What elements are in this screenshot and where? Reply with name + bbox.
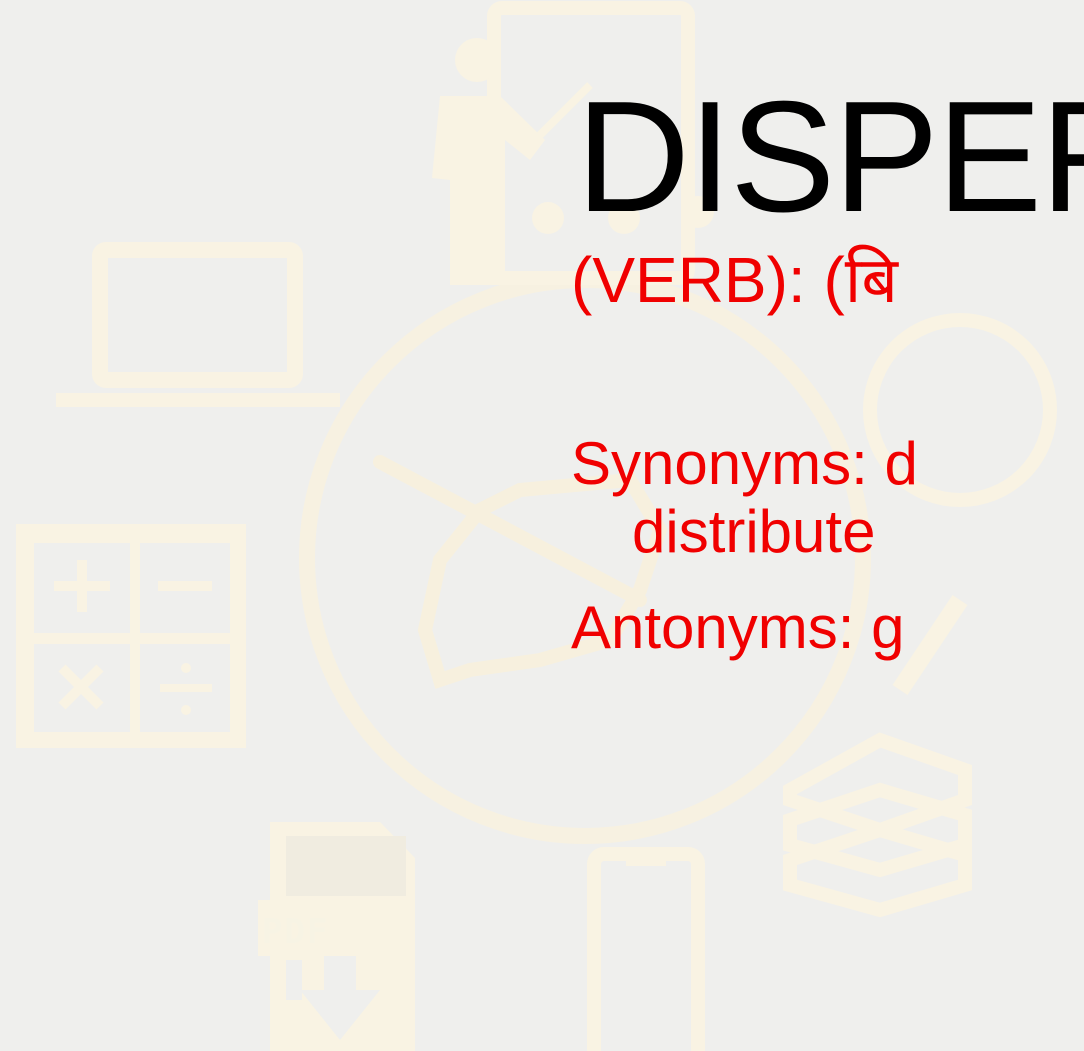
antonyms-line: Antonyms: g xyxy=(571,594,905,661)
teacher-icon xyxy=(432,1,714,285)
writing-hand-icon xyxy=(373,455,668,689)
magnifier-icon xyxy=(863,313,1057,695)
laptop-icon xyxy=(56,242,340,407)
smartphone-icon xyxy=(587,847,705,1051)
part-of-speech-line: (VERB): (बि xyxy=(571,244,898,316)
synonyms-line: Synonyms: d xyxy=(571,430,918,497)
pdf-download-icon xyxy=(258,822,415,1051)
calculator-icon xyxy=(16,524,246,748)
books-icon xyxy=(783,732,972,918)
headword: DISPER xyxy=(576,69,1084,245)
synonyms-continuation: distribute xyxy=(632,498,876,565)
pdf-label: PDF xyxy=(262,912,330,952)
